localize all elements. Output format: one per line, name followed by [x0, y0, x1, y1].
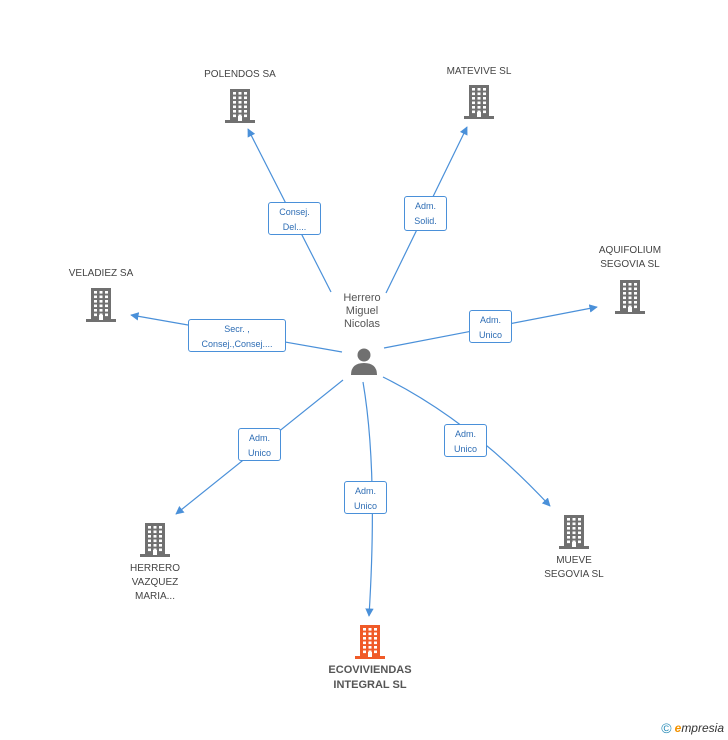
role-line: Adm. [454, 429, 476, 439]
brand-name: mpresia [681, 721, 724, 735]
company-node-aquifolium[interactable] [614, 279, 646, 320]
building-icon [559, 515, 589, 549]
company-node-polendos[interactable] [224, 88, 256, 129]
role-line: Unico [353, 501, 377, 511]
company-label-line: VAZQUEZ [131, 577, 179, 588]
company-node-ecoviviendas[interactable] [354, 624, 386, 665]
company-label-line: MATEVIVE SL [446, 66, 512, 77]
company-node-veladiez[interactable] [85, 287, 117, 328]
role-line: Solid. [414, 216, 437, 226]
role-line: Adm. [354, 486, 376, 496]
role-label-mueve[interactable]: Adm. Unico [444, 424, 487, 457]
building-icon [140, 523, 170, 557]
role-line: Del.... [282, 222, 307, 232]
company-label-line: INTEGRAL SL [333, 679, 407, 691]
company-label-mueve[interactable]: MUEVE SEGOVIA SL [514, 554, 634, 582]
company-label-line: POLENDOS SA [204, 69, 276, 80]
role-label-veladiez[interactable]: Secr. , Consej.,Consej.... [188, 319, 286, 352]
role-label-herrero-vazquez[interactable]: Adm. Unico [238, 428, 281, 461]
company-label-line: AQUIFOLIUM [598, 245, 662, 256]
role-line: Adm. [414, 201, 436, 211]
company-label-aquifolium[interactable]: AQUIFOLIUM SEGOVIA SL [570, 244, 690, 272]
footer-brand: © empresia [661, 720, 724, 736]
role-line: Consej.,Consej.... [201, 339, 273, 349]
role-line: Adm. [248, 433, 270, 443]
role-label-aquifolium[interactable]: Adm. Unico [469, 310, 512, 343]
company-label-line: MARIA... [134, 591, 175, 602]
company-label-ecoviviendas[interactable]: ECOVIVIENDAS INTEGRAL SL [310, 663, 430, 693]
person-name-line: Miguel [345, 305, 379, 317]
company-node-herrero-vazquez[interactable] [139, 522, 171, 563]
company-node-mueve[interactable] [558, 514, 590, 555]
building-icon [225, 89, 255, 123]
role-line: Unico [247, 448, 271, 458]
building-icon [355, 625, 385, 659]
company-label-line: HERRERO [129, 563, 180, 574]
role-line: Adm. [479, 315, 501, 325]
role-line: Consej. [279, 207, 310, 217]
company-node-matevive[interactable] [463, 84, 495, 125]
company-label-line: SEGOVIA SL [544, 569, 604, 580]
role-label-ecoviviendas[interactable]: Adm. Unico [344, 481, 387, 514]
company-label-line: ECOVIVIENDAS [328, 664, 412, 676]
copyright-icon: © [661, 720, 672, 736]
company-label-line: VELADIEZ SA [68, 268, 134, 279]
person-name-line: Nicolas [343, 318, 381, 330]
role-line: Secr. , [224, 324, 250, 334]
company-label-veladiez[interactable]: VELADIEZ SA [41, 267, 161, 281]
role-label-polendos[interactable]: Consej. Del.... [268, 202, 321, 235]
company-label-herrero-vazquez[interactable]: HERRERO VAZQUEZ MARIA... [95, 562, 215, 604]
company-label-matevive[interactable]: MATEVIVE SL [419, 65, 539, 79]
brand-logo-initial: e [674, 721, 682, 735]
company-label-polendos[interactable]: POLENDOS SA [180, 68, 300, 82]
person-icon [351, 348, 377, 375]
role-label-matevive[interactable]: Adm. Solid. [404, 196, 447, 231]
company-label-line: MUEVE [556, 555, 592, 566]
person-name-line: Herrero [343, 292, 381, 304]
role-line: Unico [478, 330, 502, 340]
building-icon [464, 85, 494, 119]
center-person[interactable] [349, 346, 379, 381]
building-icon [615, 280, 645, 314]
building-icon [86, 288, 116, 322]
role-line: Unico [453, 444, 477, 454]
company-label-line: SEGOVIA SL [600, 259, 660, 270]
